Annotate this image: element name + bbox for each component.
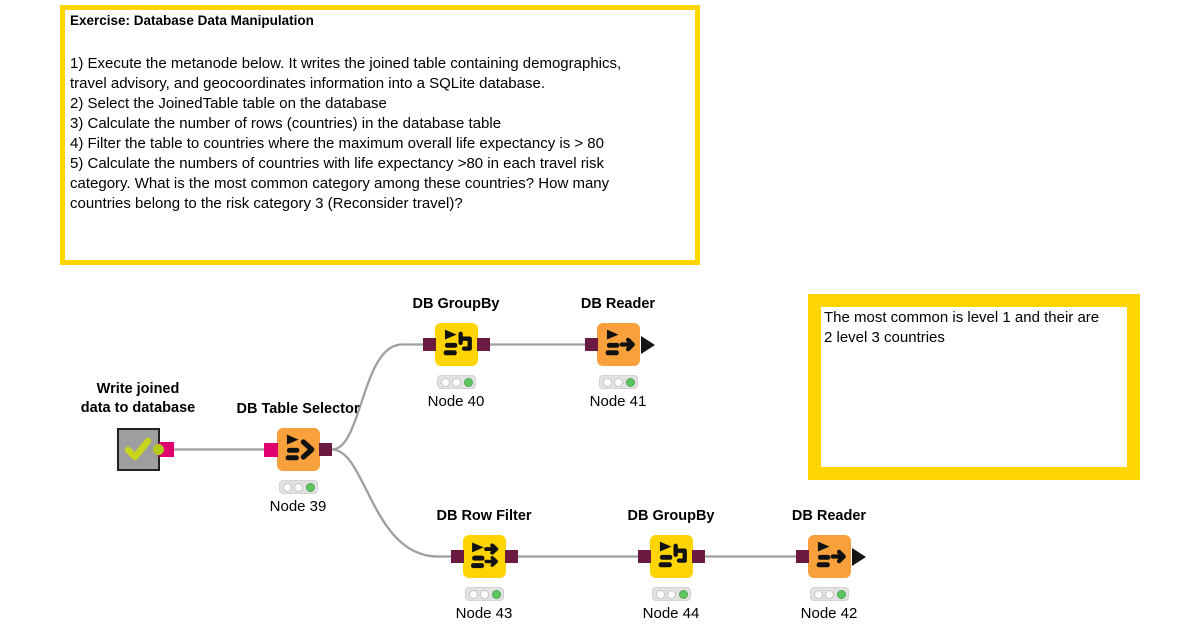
node-number: Node 39 [269, 498, 327, 515]
node-number: Node 41 [589, 393, 647, 410]
status-dot-red [282, 482, 292, 492]
status-dot-red [655, 589, 665, 599]
db-data-out-port[interactable] [505, 550, 518, 563]
annotation-exercise-title: Exercise: Database Data Manipulation [70, 13, 314, 28]
wire-selector-groupby40 [331, 343, 424, 451]
db-session-in-port[interactable] [264, 442, 278, 457]
status-dot-yellow [614, 377, 623, 387]
metanode-body[interactable] [117, 428, 160, 471]
status-dot-yellow [667, 589, 676, 599]
db-data-in-port[interactable] [451, 550, 464, 563]
annotation-answer[interactable]: The most common is level 1 and their are… [808, 294, 1140, 480]
node-label: DB GroupBy [412, 296, 500, 312]
status-dot-green [836, 589, 846, 599]
status-dot-yellow [480, 589, 489, 599]
node-body[interactable] [435, 323, 478, 366]
node-label: DB Row Filter [436, 508, 532, 524]
db-data-out-port[interactable] [319, 443, 332, 456]
status-dot-green [678, 589, 688, 599]
node-db-row-filter-43[interactable]: DB Row Filter Node 43 [436, 508, 531, 622]
status-dot-red [440, 377, 450, 387]
annotation-exercise[interactable]: Exercise: Database Data Manipulation 1) … [60, 5, 700, 265]
db-reader-icon [605, 329, 635, 356]
node-number: Node 42 [800, 605, 858, 622]
db-data-in-port[interactable] [585, 338, 598, 351]
status-dot-yellow [294, 482, 303, 492]
db-data-in-port[interactable] [638, 550, 651, 563]
metanode-status-dot [153, 444, 164, 455]
node-label: DB Reader [580, 296, 656, 312]
status-dot-green [463, 377, 473, 387]
node-metanode-write-joined[interactable]: Write joined data to database [81, 381, 195, 471]
node-body[interactable] [463, 535, 506, 578]
traffic-light-executed [437, 375, 476, 389]
node-body[interactable] [650, 535, 693, 578]
node-label: Write joined data to database [80, 381, 196, 416]
node-db-groupby-44[interactable]: DB GroupBy Node 44 [628, 508, 715, 622]
node-body[interactable] [597, 323, 640, 366]
status-dot-yellow [452, 377, 461, 387]
checkmark-icon [124, 437, 152, 461]
status-dot-green [491, 589, 501, 599]
data-table-out-port[interactable] [641, 335, 655, 354]
status-dot-yellow [825, 589, 834, 599]
db-row-filter-icon [470, 542, 499, 569]
db-reader-icon [816, 541, 846, 568]
db-groupby-icon [658, 541, 687, 568]
traffic-light-executed [810, 587, 849, 601]
node-body[interactable] [277, 428, 320, 471]
status-dot-green [625, 377, 635, 387]
node-label: DB GroupBy [627, 508, 715, 524]
status-dot-red [468, 589, 478, 599]
node-db-table-selector[interactable]: DB Table Selector Node 39 [236, 401, 359, 515]
node-db-reader-41[interactable]: DB Reader Node 41 [581, 296, 655, 410]
node-db-groupby-40[interactable]: DB GroupBy Node 40 [413, 296, 500, 410]
node-number: Node 40 [427, 393, 485, 410]
node-number: Node 43 [455, 605, 513, 622]
node-label: DB Table Selector [236, 401, 360, 417]
node-label: DB Reader [791, 508, 867, 524]
node-number: Node 44 [642, 605, 700, 622]
traffic-light-executed [279, 480, 318, 494]
db-groupby-icon [443, 329, 472, 356]
annotation-answer-body: The most common is level 1 and their are… [824, 309, 1100, 346]
traffic-light-executed [465, 587, 504, 601]
traffic-light-executed [652, 587, 691, 601]
status-dot-green [305, 482, 315, 492]
db-data-out-port[interactable] [477, 338, 490, 351]
data-table-out-port[interactable] [852, 547, 866, 566]
wire-selector-rowfilter43 [331, 448, 452, 558]
db-data-in-port[interactable] [796, 550, 809, 563]
db-data-in-port[interactable] [423, 338, 436, 351]
annotation-exercise-body: 1) Execute the metanode below. It writes… [70, 55, 622, 212]
status-dot-red [602, 377, 612, 387]
status-dot-red [813, 589, 823, 599]
traffic-light-executed [599, 375, 638, 389]
node-db-reader-42[interactable]: DB Reader Node 42 [792, 508, 866, 622]
db-table-selector-icon [285, 434, 315, 461]
db-data-out-port[interactable] [692, 550, 705, 563]
node-body[interactable] [808, 535, 851, 578]
